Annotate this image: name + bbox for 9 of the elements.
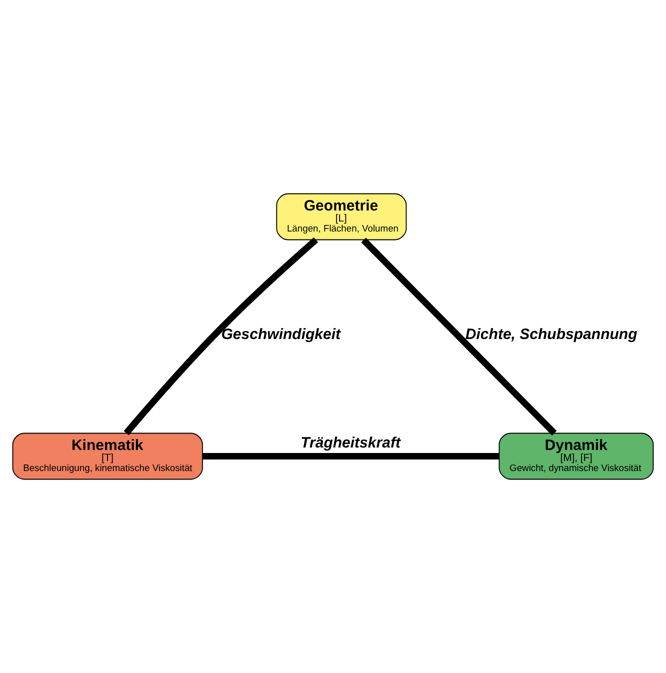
node-box: Dynamik [M], [F] Gewicht, dynamische Viskosität [498, 432, 654, 480]
node-box: Kinematik [T] Beschleunigung, kinematische Viskosität [12, 432, 203, 480]
connector [361, 238, 557, 436]
edge-label: Trägheitskraft [300, 434, 400, 452]
edge-label: Geschwindigkeit [221, 326, 341, 344]
connector [202, 452, 500, 460]
node-box: Geometrie [L] Längen, Flächen, Volumen [276, 193, 407, 240]
edge-label: Dichte, Schubspannung [465, 326, 638, 344]
connector [124, 237, 318, 436]
